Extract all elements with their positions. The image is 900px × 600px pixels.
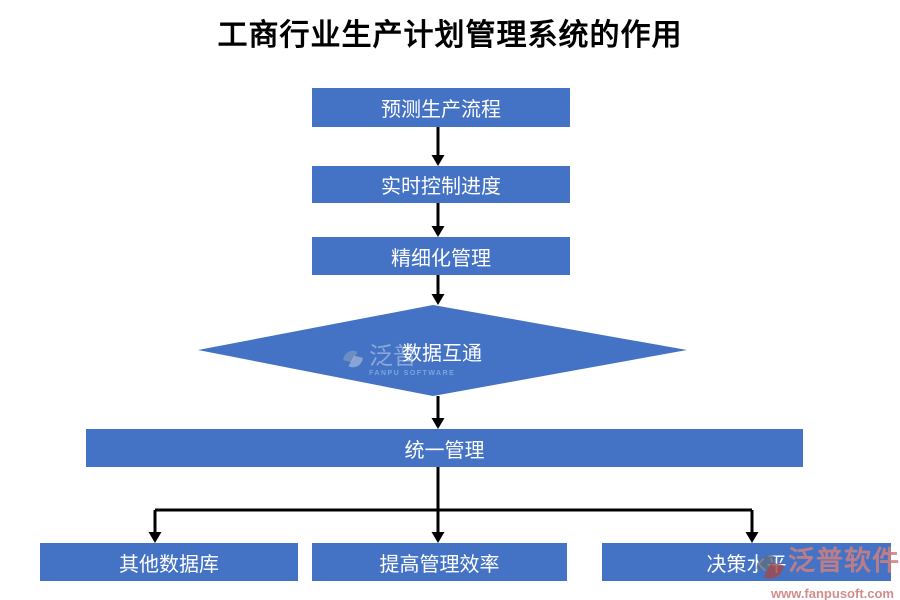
flow-step-refined-management: 精细化管理 (312, 237, 570, 275)
flow-step-realtime-control: 实时控制进度 (312, 166, 570, 203)
flow-merge-unified-management: 统一管理 (86, 429, 803, 467)
flow-outcome-management-efficiency: 提高管理效率 (312, 543, 567, 581)
flow-outcome-decision-level: 决策水平 (602, 543, 891, 581)
flow-step-forecast: 预测生产流程 (312, 88, 570, 127)
page-title: 工商行业生产计划管理系统的作用 (217, 19, 683, 52)
flow-outcome-other-databases: 其他数据库 (40, 543, 298, 581)
decision-label: 数据互通 (402, 342, 482, 365)
decision-diamond-shape (198, 305, 687, 396)
branch-connector (153, 467, 754, 532)
